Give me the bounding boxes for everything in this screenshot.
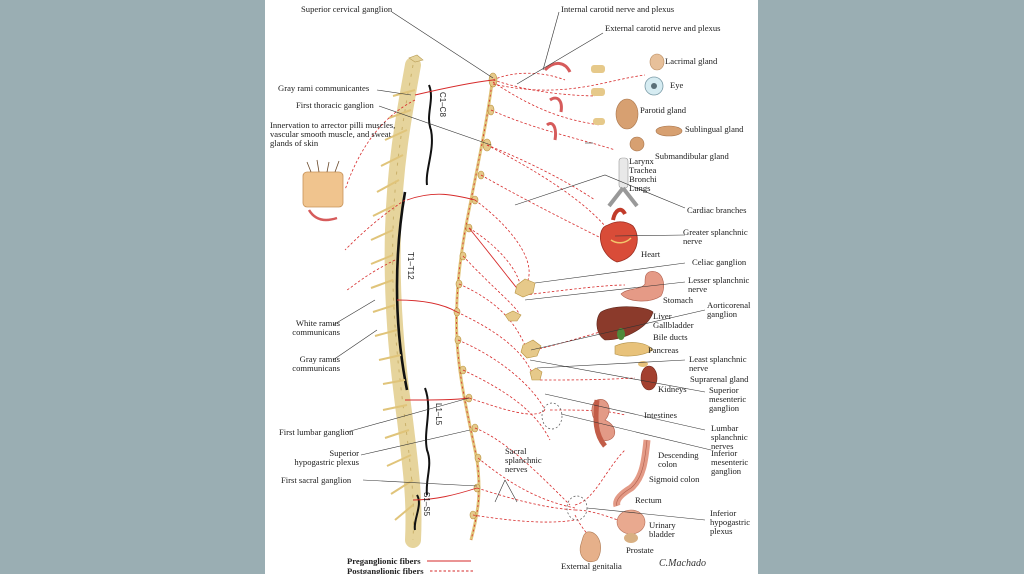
label-trachea: Trachea (629, 165, 657, 175)
label-bronchi: Bronchi (629, 174, 657, 184)
label-larynx: Larynx (629, 156, 654, 166)
label-gray-ramus-line1: Gray ramus (299, 354, 340, 364)
label-first-thoracic-ganglion: First thoracic ganglion (296, 100, 374, 110)
label-gallbladder: Gallbladder (653, 320, 694, 330)
heart (599, 207, 638, 263)
nerve-fibers (344, 72, 646, 546)
label-superior-hypogastric-line2: hypogastric plexus (294, 457, 359, 467)
label-stomach: Stomach (663, 295, 694, 305)
plexus-markers (541, 402, 588, 521)
segment-label-sacral: S1–S5 (422, 492, 431, 517)
label-cardiac-branches: Cardiac branches (687, 205, 747, 215)
label-sacral-splanchnic-line2: splanchnic (505, 455, 542, 465)
label-sacral-splanchnic-line3: nerves (505, 464, 528, 474)
label-aorticorenal-line1: Aorticorenal (707, 300, 751, 310)
label-innervation-line2: vascular smooth muscle, and sweat (270, 129, 391, 139)
label-gray-rami-communicantes: Gray rami communicantes (278, 83, 370, 93)
label-sigmoid-colon: Sigmoid colon (649, 474, 700, 484)
fiber-legend: Preganglionic fibers Postganglionic fibe… (347, 556, 474, 574)
label-prostate: Prostate (626, 545, 654, 555)
label-inferior-mesenteric-line1: Inferior (711, 448, 738, 458)
label-innervation-line3: glands of skin (270, 138, 319, 148)
label-white-ramus-line2: communicans (292, 327, 340, 337)
legend-preganglionic: Preganglionic fibers (347, 556, 474, 566)
dashed-line-swatch (429, 570, 474, 572)
label-external-genitalia: External genitalia (561, 561, 622, 571)
label-liver: Liver (653, 311, 672, 321)
label-superior-mesenteric-line3: ganglion (709, 403, 740, 413)
sympathetic-nervous-system-illustration (302, 11, 712, 563)
stomach (620, 271, 664, 302)
label-superior-cervical-ganglion: Superior cervical ganglion (301, 4, 393, 14)
leader-lines (332, 11, 712, 521)
descending-sigmoid-colon (613, 439, 651, 508)
label-superior-mesenteric-line2: mesenteric (709, 394, 747, 404)
trachea-bronchi (607, 157, 639, 208)
label-pancreas: Pancreas (648, 345, 679, 355)
label-superior-hypogastric-line1: Superior (329, 448, 359, 458)
artist-signature: C.Machado (659, 558, 706, 569)
label-urinary-bladder-line2: bladder (649, 529, 675, 539)
label-first-lumbar-ganglion: First lumbar ganglion (279, 427, 354, 437)
label-inferior-mesenteric-line2: mesenteric (711, 457, 749, 467)
label-lacrimal-gland: Lacrimal gland (665, 56, 718, 66)
head-organs (543, 53, 683, 152)
label-sublingual-gland: Sublingual gland (685, 124, 744, 134)
label-intestines: Intestines (644, 410, 677, 420)
label-lumbar-splanchnic-line1: Lumbar (711, 423, 739, 433)
legend-postganglionic: Postganglionic fibers (347, 566, 474, 574)
label-superior-mesenteric-line1: Superior (709, 385, 739, 395)
label-eye: Eye (670, 80, 684, 90)
label-urinary-bladder-line1: Urinary (649, 520, 676, 530)
label-celiac-ganglion: Celiac ganglion (692, 257, 747, 267)
label-descending-colon-line2: colon (658, 459, 678, 469)
label-first-sacral-ganglion: First sacral ganglion (281, 475, 352, 485)
label-suprarenal-gland: Suprarenal gland (690, 374, 749, 384)
diagram-page: Superior cervical ganglion Internal caro… (265, 0, 758, 574)
label-inferior-mesenteric-line3: ganglion (711, 466, 742, 476)
label-lesser-splanchnic-line2: nerve (688, 284, 708, 294)
segment-label-thoracic: T1–T12 (406, 252, 415, 280)
cord-segment-bars (395, 84, 433, 531)
label-least-splanchnic-line1: Least splanchnic (689, 354, 747, 364)
label-external-carotid-nerve: External carotid nerve and plexus (605, 23, 721, 33)
label-submandibular-gland: Submandibular gland (655, 151, 729, 161)
intestines (591, 399, 616, 448)
label-internal-carotid-nerve: Internal carotid nerve and plexus (561, 4, 675, 14)
label-gray-ramus-line2: communicans (292, 363, 340, 373)
segment-label-lumbar: L1–L5 (434, 403, 443, 426)
liver (596, 306, 654, 341)
label-heart: Heart (641, 249, 661, 259)
skin-illustration (302, 159, 344, 222)
label-inferior-hypogastric-line3: plexus (710, 526, 733, 536)
label-lesser-splanchnic-line1: Lesser splanchnic (688, 275, 750, 285)
label-parotid-gland: Parotid gland (640, 105, 687, 115)
label-bile-ducts: Bile ducts (653, 332, 688, 342)
segment-label-cervical: C1–C8 (438, 92, 447, 117)
label-greater-splanchnic-line1: Greater splanchnic (683, 227, 748, 237)
label-lumbar-splanchnic-line3: nerves (711, 441, 734, 451)
solid-line-swatch (426, 560, 471, 562)
pancreas (614, 342, 654, 357)
legend-preganglionic-label: Preganglionic fibers (347, 556, 421, 566)
bladder-prostate-genitalia (579, 509, 646, 563)
label-least-splanchnic-line2: nerve (689, 363, 709, 373)
spinal-nerve-roots (370, 89, 416, 521)
label-descending-colon-line1: Descending (658, 450, 699, 460)
label-white-ramus-line1: White ramus (295, 318, 340, 328)
label-inferior-hypogastric-line1: Inferior (710, 508, 737, 518)
prevertebral-ganglia (504, 278, 543, 381)
label-kidneys: Kidneys (658, 384, 687, 394)
label-innervation-line1: Innervation to arrector pilli muscles, (270, 120, 396, 130)
label-greater-splanchnic-line2: nerve (683, 236, 703, 246)
label-lumbar-splanchnic-line2: splanchnic (711, 432, 748, 442)
legend-postganglionic-label: Postganglionic fibers (347, 566, 424, 574)
label-aorticorenal-line2: ganglion (707, 309, 738, 319)
kidneys (638, 361, 658, 391)
label-inferior-hypogastric-line2: hypogastric (710, 517, 751, 527)
label-sacral-splanchnic-line1: Sacral (505, 446, 527, 456)
spinal-column (384, 54, 424, 548)
label-lungs: Lungs (629, 183, 651, 193)
label-rectum: Rectum (635, 495, 662, 505)
